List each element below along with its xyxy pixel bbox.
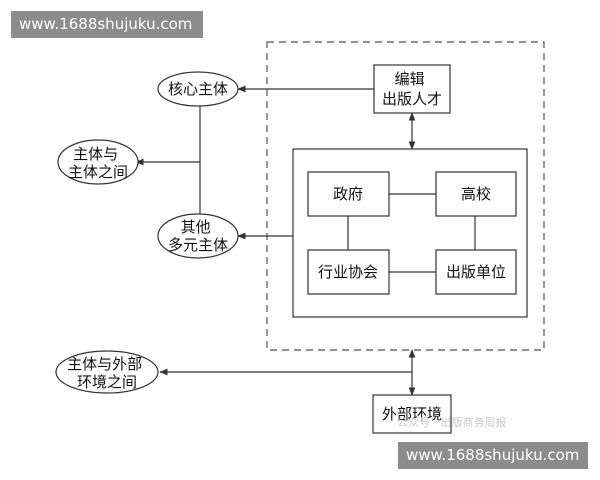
ellipse-other-subjects-line-2: 多元主体 xyxy=(168,236,228,254)
box-editorial-talent-line-2: 出版人才 xyxy=(382,90,442,108)
ellipse-subject-to-environment: 主体与外部 环境之间 xyxy=(55,350,159,394)
ellipse-subject-to-subject: 主体与 主体之间 xyxy=(57,139,139,185)
box-editorial-talent-line-1: 编辑 xyxy=(395,70,425,88)
ellipse-other-subjects-line-1: 其他 xyxy=(181,218,211,236)
box-university: 高校 xyxy=(435,171,517,217)
ellipse-subject-to-subject-line-2: 主体之间 xyxy=(68,163,128,181)
ellipse-subject-to-subject-line-1: 主体与 xyxy=(73,145,118,163)
connectors xyxy=(135,85,476,396)
ellipse-core-subject-label: 核心主体 xyxy=(168,80,228,98)
box-industry-association: 行业协会 xyxy=(307,249,390,295)
watermark-banner-bottom: www.1688shujuku.com xyxy=(398,442,588,469)
box-university-label: 高校 xyxy=(461,185,491,203)
svg-text:主体与外部 环境之间: 主体与外部 环境之间 xyxy=(67,355,147,391)
box-publishing-unit-label: 出版单位 xyxy=(446,263,506,281)
watermark-banner-top: www.1688shujuku.com xyxy=(11,11,203,38)
box-external-environment: 外部环境 xyxy=(372,394,452,434)
box-external-environment-label: 外部环境 xyxy=(382,405,442,423)
dashed-boundary xyxy=(266,41,545,351)
ellipse-core-subject: 核心主体 xyxy=(157,71,239,107)
ellipse-subject-to-environment-line-1: 主体与外部 xyxy=(67,355,142,373)
box-publishing-unit: 出版单位 xyxy=(435,249,517,295)
box-editorial-talent: 编辑 出版人才 xyxy=(373,64,451,114)
svg-text:其他 多元主体: 其他 多元主体 xyxy=(168,218,228,254)
svg-text:主体与 主体之间: 主体与 主体之间 xyxy=(68,145,128,181)
ellipse-subject-to-environment-line-2: 环境之间 xyxy=(77,373,137,391)
svg-text:编辑 出版人才: 编辑 出版人才 xyxy=(382,70,442,108)
box-government-label: 政府 xyxy=(333,185,363,203)
box-government: 政府 xyxy=(307,171,390,217)
faint-watermark-text: 公众号 · 出版商务周报 xyxy=(397,416,507,429)
box-industry-association-label: 行业协会 xyxy=(318,263,378,281)
ellipse-other-subjects: 其他 多元主体 xyxy=(157,213,239,259)
